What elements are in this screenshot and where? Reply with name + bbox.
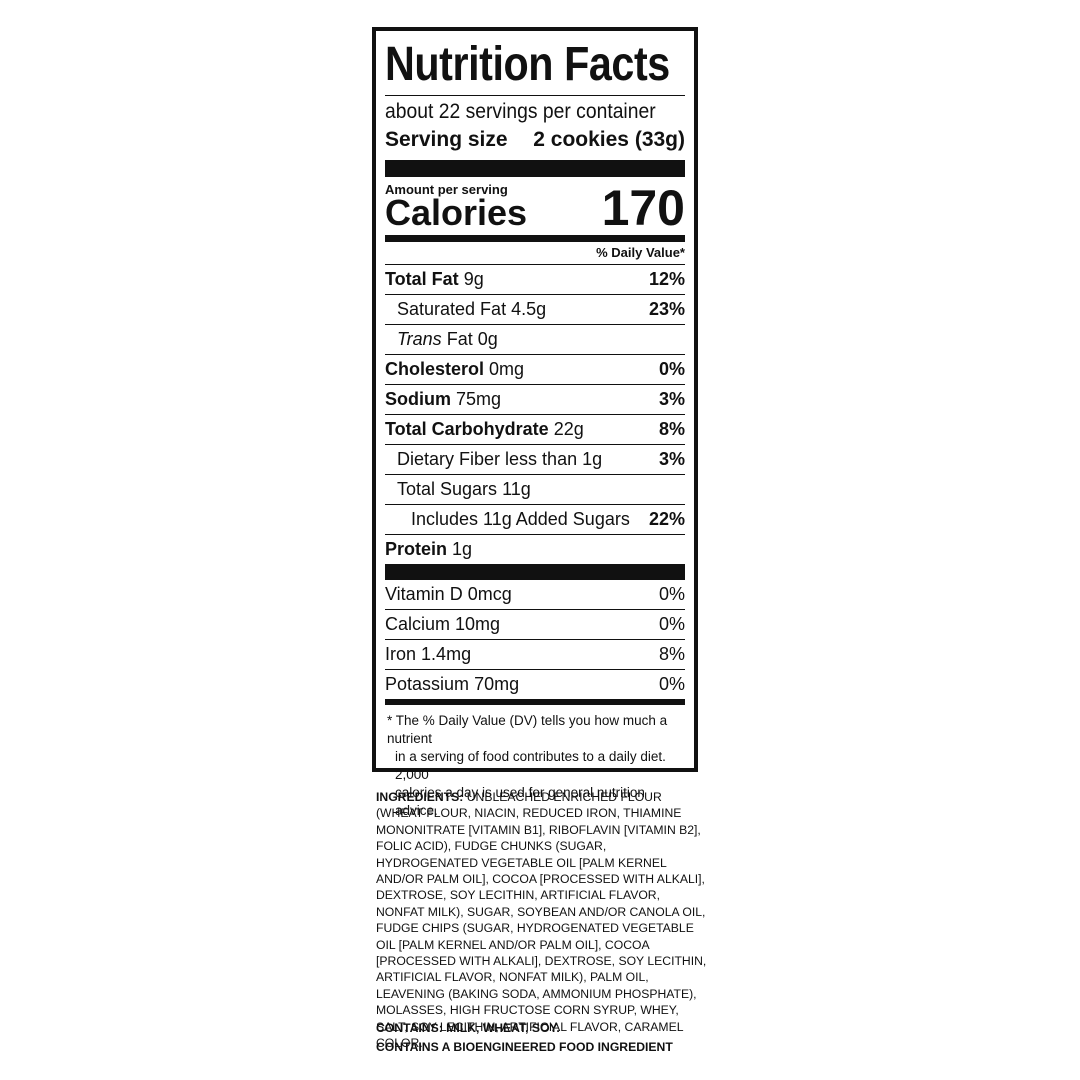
nutrient-row-cholesterol: Cholesterol 0mg 0% [385, 355, 685, 385]
calories-value: 170 [601, 180, 685, 236]
vitamin-row-iron: Iron 1.4mg 8% [385, 640, 685, 670]
daily-value-header: % Daily Value* [385, 242, 685, 265]
nutrient-row-total-sugars: Total Sugars 11g [385, 475, 685, 505]
divider-thick [385, 160, 685, 177]
vitamin-row-calcium: Calcium 10mg 0% [385, 610, 685, 640]
title-rule [385, 95, 685, 96]
divider-medium [385, 235, 685, 242]
serving-size-label: Serving size [385, 128, 508, 151]
bioengineered-statement: CONTAINS A BIOENGINEERED FOOD INGREDIENT [376, 1040, 673, 1054]
panel-title: Nutrition Facts [385, 38, 670, 91]
allergen-statement: CONTAINS: MILK, WHEAT, SOY. [376, 1021, 560, 1035]
calories-label: Calories [385, 192, 528, 233]
vitamin-row-potassium: Potassium 70mg 0% [385, 674, 685, 694]
nutrient-row-saturated-fat: Saturated Fat 4.5g 23% [385, 295, 685, 325]
nutrient-row-protein: Protein 1g [385, 539, 473, 559]
serving-size-row: Serving size 2 cookies (33g) [385, 126, 685, 154]
nutrient-row-total-carbohydrate: Total Carbohydrate 22g 8% [385, 415, 685, 445]
nutrient-row-added-sugars: Includes 11g Added Sugars 22% [385, 505, 685, 535]
vitamin-row-vitamin-d: Vitamin D 0mcg 0% [385, 580, 685, 610]
nutrition-facts-panel: Nutrition Facts about 22 servings per co… [372, 27, 698, 818]
nutrient-row-dietary-fiber: Dietary Fiber less than 1g 3% [385, 445, 685, 475]
ingredients-label: INGREDIENTS: [376, 790, 464, 804]
nutrient-row-trans-fat: Trans Fat 0g [385, 325, 685, 355]
divider-bottom [385, 699, 685, 705]
nutrient-row-total-fat: Total Fat 9g 12% [385, 265, 685, 295]
divider-vitamins [385, 564, 685, 580]
daily-value-footnote: * The % Daily Value (DV) tells you how m… [387, 713, 668, 818]
ingredients-list: INGREDIENTS: UNBLEACHED ENRICHED FLOUR (… [376, 789, 708, 1052]
ingredients-text: UNBLEACHED ENRICHED FLOUR (WHEAT FLOUR, … [376, 790, 707, 1051]
nutrient-row-sodium: Sodium 75mg 3% [385, 385, 685, 415]
serving-size-value: 2 cookies (33g) [533, 128, 685, 151]
servings-per-container: about 22 servings per container [385, 100, 656, 123]
amount-per-serving: Amount per serving [385, 182, 508, 197]
calories-row: Calories 170 [385, 183, 685, 233]
